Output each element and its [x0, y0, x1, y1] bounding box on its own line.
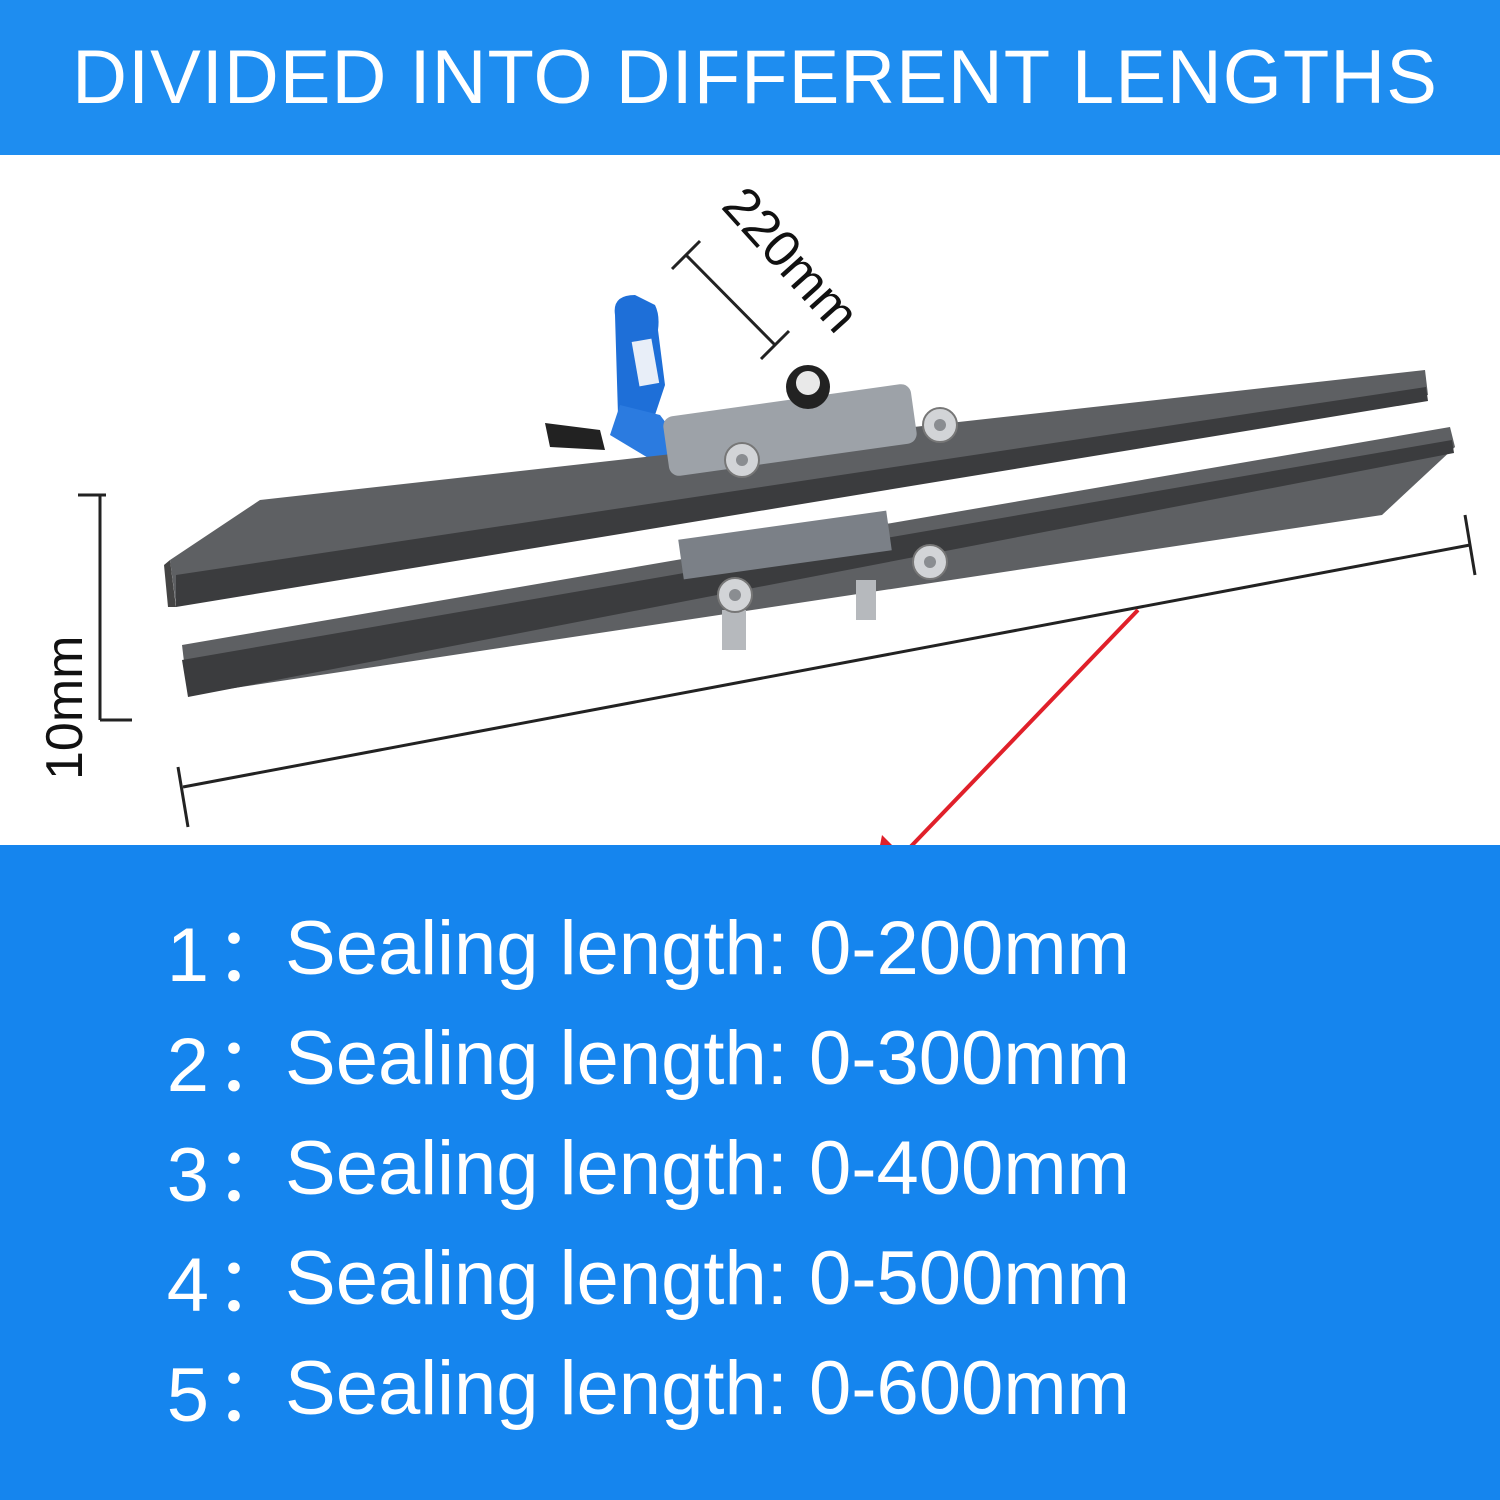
spec-text: Sealing length: 0-500mm	[285, 1235, 1130, 1321]
spec-number: 4：	[166, 1243, 291, 1328]
handle-dimension-label: 220mm	[711, 176, 870, 344]
height-dimension-label: 10mm	[36, 636, 94, 780]
spec-text: Sealing length: 0-300mm	[285, 1015, 1130, 1101]
spec-item: 5： Sealing length: 0-600mm	[0, 1333, 1500, 1443]
red-arrow-icon	[880, 608, 1140, 845]
spec-item: 1： Sealing length: 0-200mm	[0, 893, 1500, 1003]
spec-list: 1： Sealing length: 0-200mm 2： Sealing le…	[0, 893, 1500, 1443]
spec-number: 5：	[166, 1353, 291, 1438]
header-title: DIVIDED INTO DIFFERENT LENGTHS	[72, 35, 1438, 120]
spec-item: 2： Sealing length: 0-300mm	[0, 1003, 1500, 1113]
spec-text: Sealing length: 0-600mm	[285, 1345, 1130, 1431]
product-image-area: 10mm 220mm	[0, 155, 1500, 845]
handle-dimension-line	[670, 239, 791, 361]
spec-number: 3：	[166, 1133, 291, 1218]
spec-panel: 1： Sealing length: 0-200mm 2： Sealing le…	[0, 845, 1500, 1500]
spec-text: Sealing length: 0-400mm	[285, 1125, 1130, 1211]
spec-number: 1：	[166, 913, 291, 998]
length-dimension-line	[176, 514, 1477, 828]
height-dimension-line	[78, 493, 132, 722]
spec-item: 4： Sealing length: 0-500mm	[0, 1223, 1500, 1333]
spec-text: Sealing length: 0-200mm	[285, 905, 1130, 991]
header-banner: DIVIDED INTO DIFFERENT LENGTHS	[0, 0, 1500, 155]
spec-item: 3： Sealing length: 0-400mm	[0, 1113, 1500, 1223]
spec-number: 2：	[166, 1023, 291, 1108]
upper-jaw-bar	[164, 370, 1428, 607]
lower-jaw-bar	[182, 427, 1455, 697]
sealer-mechanism	[678, 510, 892, 650]
impulse-sealer-product: 10mm 220mm	[36, 176, 1477, 845]
